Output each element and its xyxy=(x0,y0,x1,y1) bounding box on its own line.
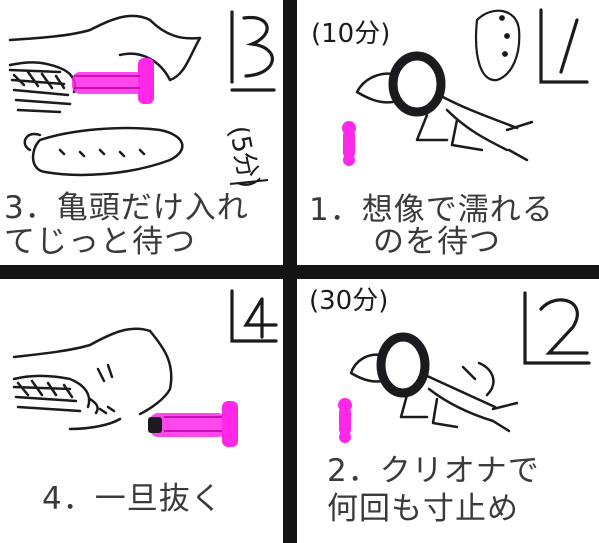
panel-step-3-drawing: (5分) xyxy=(8,10,276,191)
panel-step-2-caption-line-1: 2．クリオナで xyxy=(327,453,540,489)
toy-icon xyxy=(338,398,352,443)
thought-bubble-icon xyxy=(475,9,521,82)
panel-step-2-duration: (30分) xyxy=(309,286,388,316)
step-number-1 xyxy=(539,8,589,84)
panel-step-4-drawing xyxy=(12,289,278,447)
toy-icon xyxy=(148,401,238,447)
panel-step-1-duration: (10分) xyxy=(311,19,390,49)
panel-step-4: 4．一旦抜く xyxy=(0,279,283,543)
step-number-3 xyxy=(230,10,276,92)
horizontal-gutter xyxy=(0,265,599,279)
leg-icon xyxy=(8,14,202,177)
step-number-2 xyxy=(523,291,591,365)
panel-step-1: (10分) 1．想 xyxy=(297,0,599,265)
panel-step-1-caption-line-1: 1．想像で濡れる xyxy=(309,192,554,228)
panel-step-1-drawing: (10分) xyxy=(311,8,589,166)
lying-figure-icon xyxy=(349,332,519,433)
lying-figure-icon xyxy=(355,51,534,162)
panel-step-2: (30分) 2．クリオナで 何回も寸止め xyxy=(297,279,599,543)
toy-icon xyxy=(72,58,154,104)
panel-step-3-caption-line-2: てじっと待つ xyxy=(4,224,196,260)
panel-step-3-caption-line-1: 3．亀頭だけ入れ xyxy=(4,190,249,226)
leg-icon xyxy=(12,327,173,431)
panel-step-3: (5分) 3．亀頭だけ入れ てじっと待つ xyxy=(0,0,283,265)
step-number-4 xyxy=(230,289,278,343)
panel-step-2-drawing: (30分) xyxy=(309,286,591,443)
panel-step-1-caption-line-2: のを待つ xyxy=(373,224,501,260)
panel-step-4-caption-line-1: 4．一旦抜く xyxy=(42,481,223,517)
panel-step-2-caption-line-2: 何回も寸止め xyxy=(327,491,519,527)
duration-underline xyxy=(229,179,269,185)
toy-icon xyxy=(342,121,356,166)
